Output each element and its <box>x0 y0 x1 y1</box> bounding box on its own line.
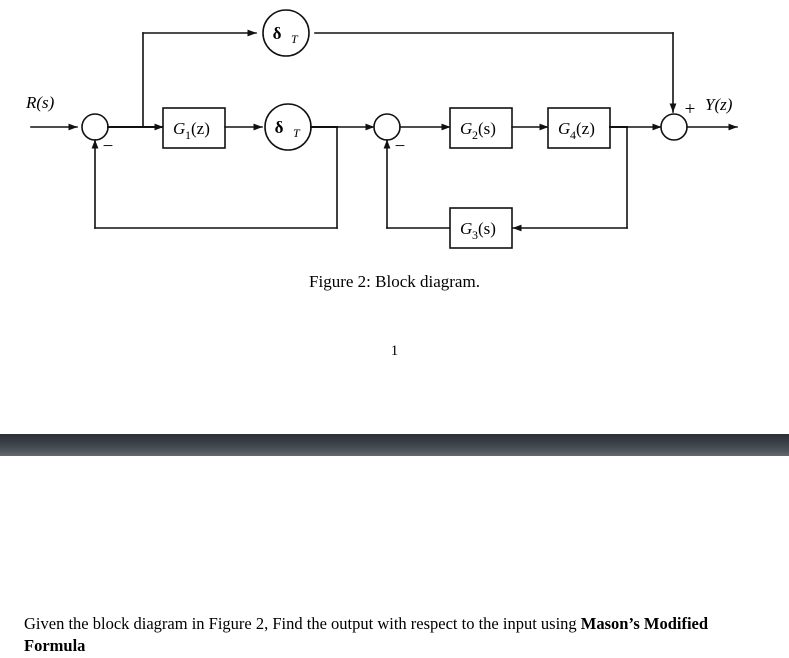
block-G1-name: G <box>173 119 185 138</box>
block-G2-name: G <box>460 119 472 138</box>
sampler-deltaT-main-symbol: δ <box>275 118 284 137</box>
block-G1: G 1 (z) <box>163 108 225 148</box>
input-label-Rs: R(s) <box>25 93 55 112</box>
summing-junction-1: − <box>82 114 113 157</box>
input-signal-group: R(s) <box>25 93 77 127</box>
block-G2-arg: (s) <box>478 119 496 138</box>
block-G4: G 4 (z) <box>548 108 610 148</box>
summing-junction-2-sign: − <box>395 136 406 157</box>
block-G3-name: G <box>460 219 472 238</box>
document-page-lower: Given the block diagram in Figure 2, Fin… <box>0 456 789 650</box>
output-label-Yz: Y(z) <box>705 95 733 114</box>
sampler-deltaT-main: δ T <box>265 104 311 150</box>
sampler-deltaT-top: δ T <box>263 10 309 56</box>
question-prompt: Given the block diagram in Figure 2, Fin… <box>24 613 766 658</box>
block-G3: G 3 (s) <box>450 208 512 248</box>
summing-junction-2: − <box>374 114 405 157</box>
block-G3-arg: (s) <box>478 219 496 238</box>
question-prompt-lead: Given the block diagram in Figure 2, Fin… <box>24 614 581 633</box>
figure-caption: Figure 2: Block diagram. <box>0 272 789 292</box>
figure-block-diagram: δ T R(s) − G 1 (z) <box>0 0 789 268</box>
block-G2: G 2 (s) <box>450 108 512 148</box>
summing-junction-3-sign: + <box>685 99 696 120</box>
summing-junction-3: + <box>661 99 695 140</box>
page-number: 1 <box>0 343 789 360</box>
document-page-upper: δ T R(s) − G 1 (z) <box>0 0 789 434</box>
summing-junction-1-sign: − <box>103 136 114 157</box>
section-separator-bar <box>0 434 789 456</box>
block-G4-name: G <box>558 119 570 138</box>
sampler-deltaT-top-symbol: δ <box>273 24 282 43</box>
block-diagram-svg: δ T R(s) − G 1 (z) <box>0 0 789 268</box>
block-G4-arg: (z) <box>576 119 595 138</box>
block-G1-arg: (z) <box>191 119 210 138</box>
